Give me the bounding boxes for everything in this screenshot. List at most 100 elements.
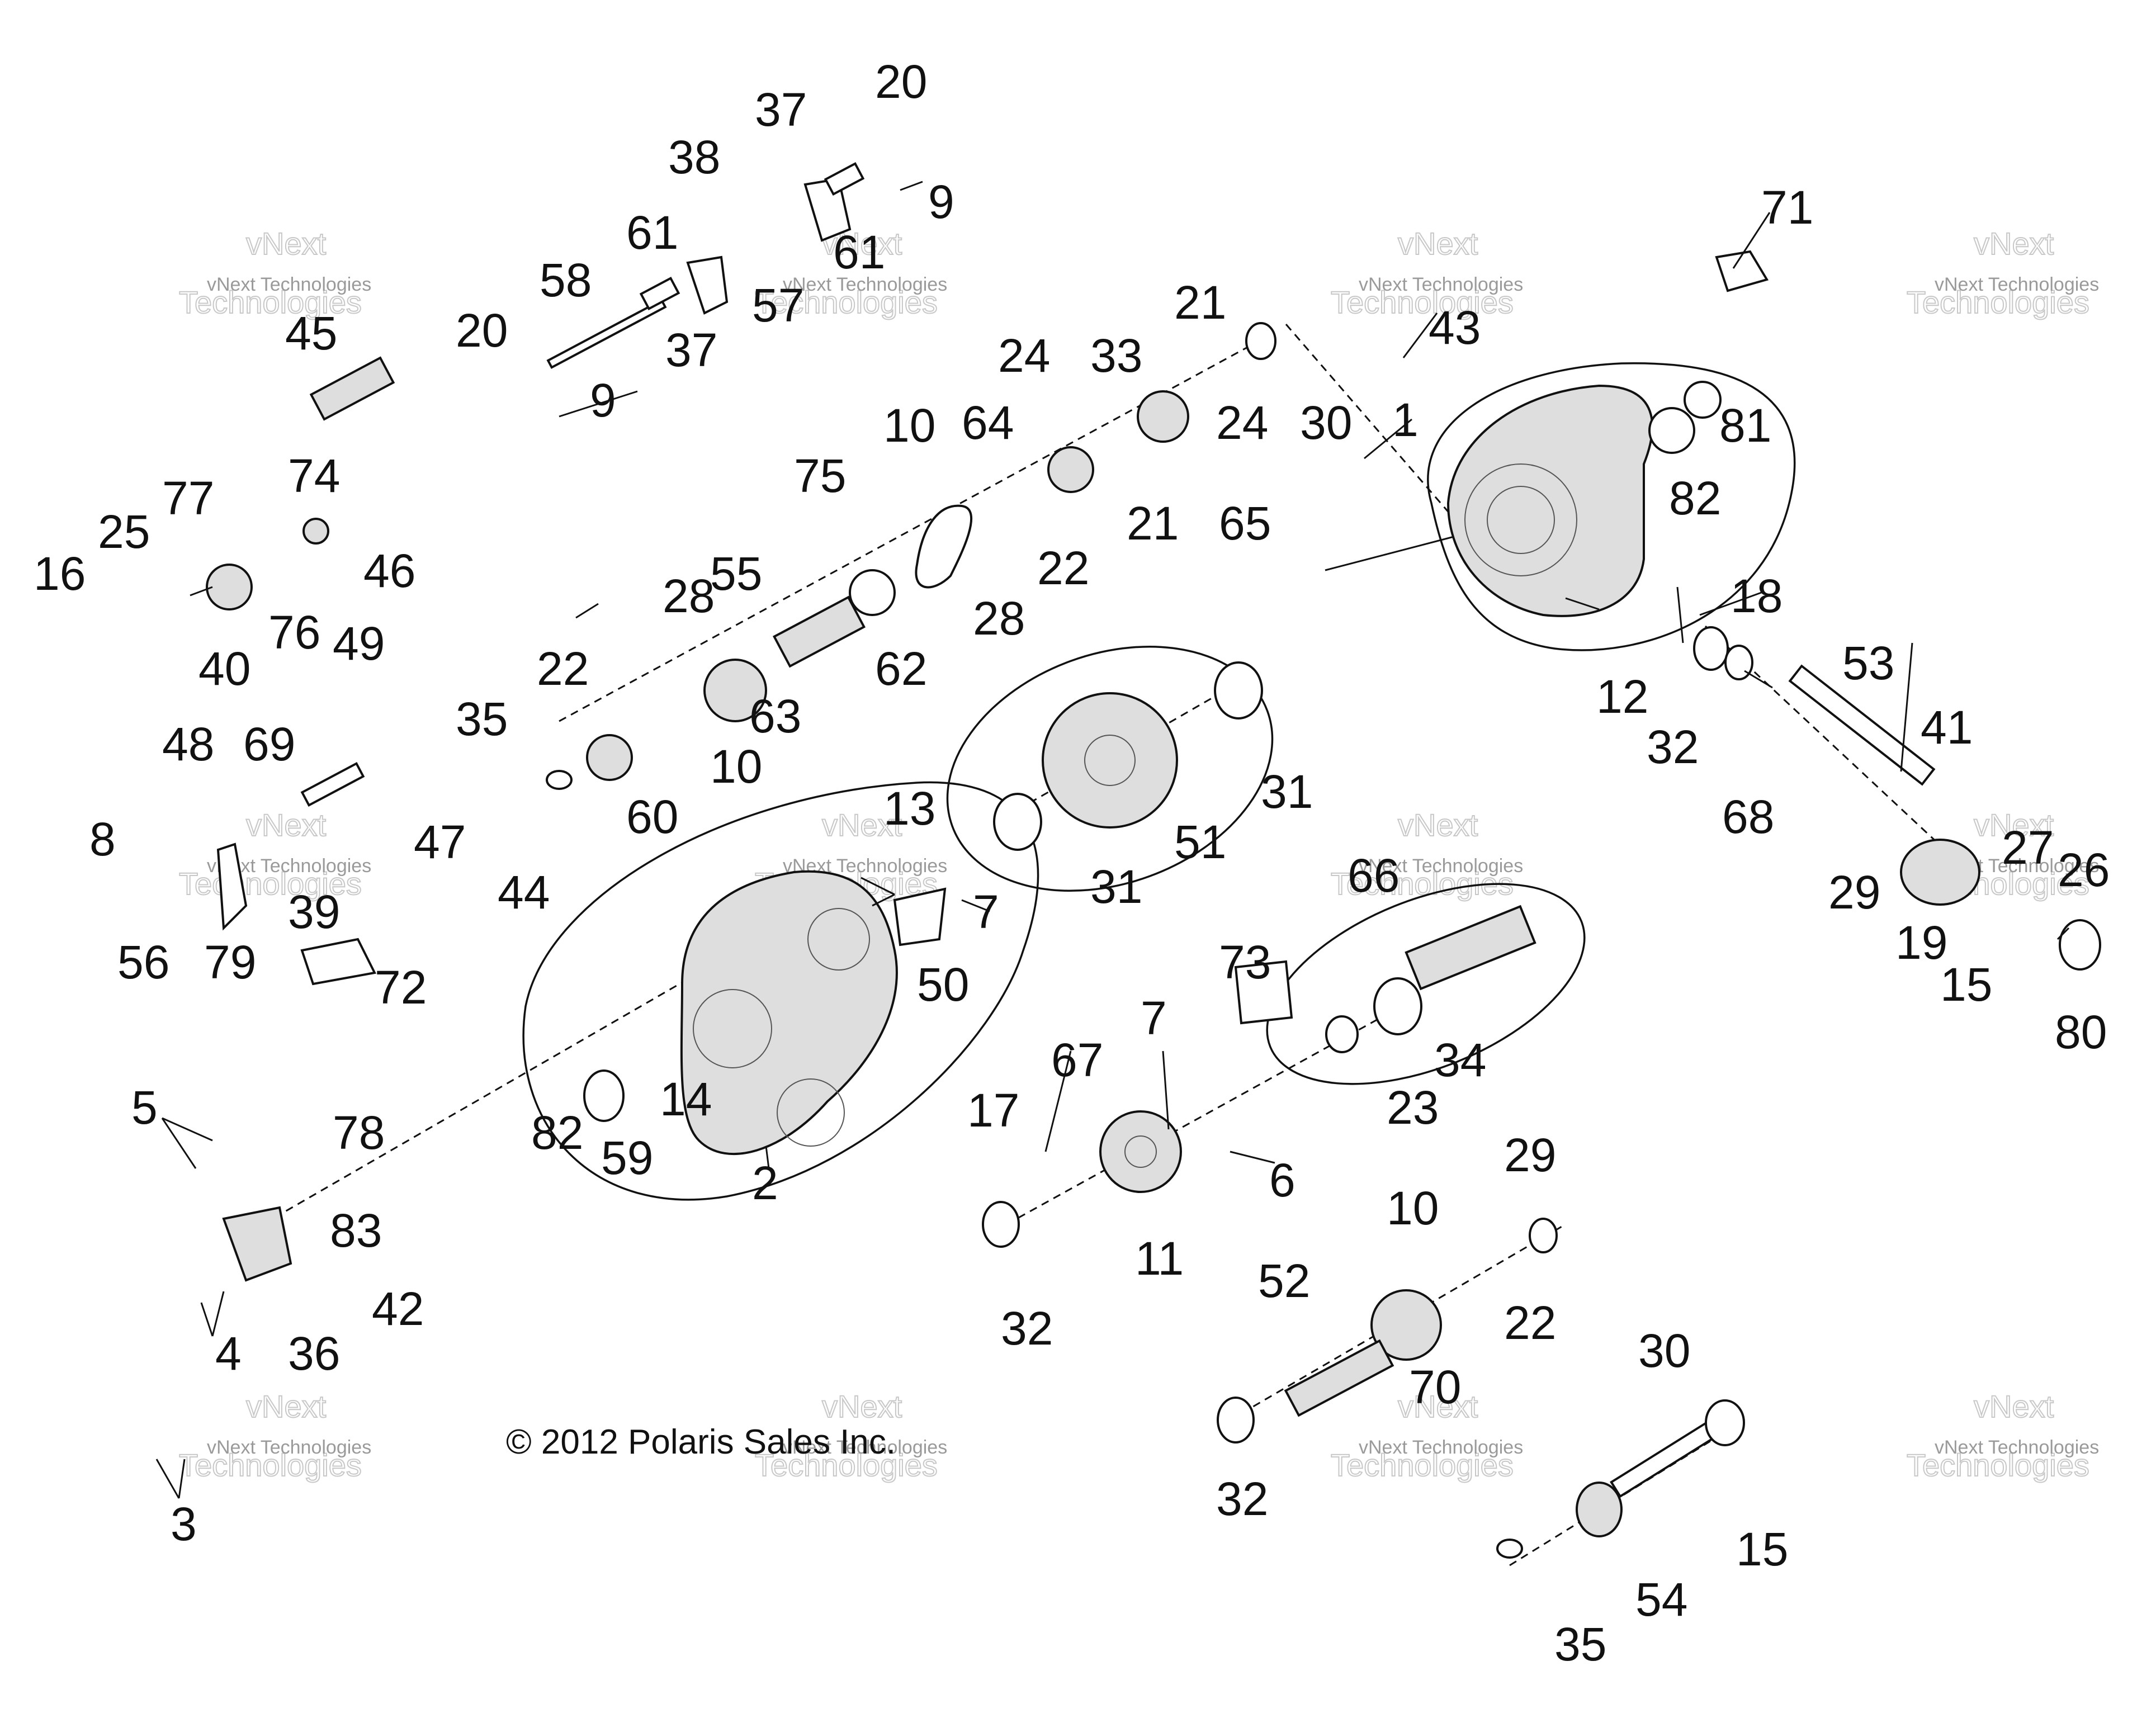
callout-19: 19 (1895, 916, 1947, 969)
bracket-72 (300, 938, 376, 986)
watermark-text: Technologies (179, 1447, 362, 1483)
bearing-34 (1373, 977, 1422, 1035)
watermark-text: vNext (1974, 1389, 2054, 1424)
callout-18: 18 (1731, 570, 1783, 622)
callout-35: 35 (1554, 1618, 1606, 1670)
callout-31: 31 (1090, 860, 1142, 913)
callout-6: 6 (1269, 1154, 1296, 1206)
callout-47: 47 (414, 816, 466, 868)
gear-51 (1042, 692, 1178, 829)
drum-45 (309, 356, 395, 421)
arm-56 (216, 843, 248, 931)
shaft-69 (300, 761, 365, 807)
bracket-71 (1715, 250, 1769, 292)
watermark-text: Technologies (755, 1447, 938, 1483)
callout-12: 12 (1596, 670, 1648, 723)
cover-42 (222, 1206, 292, 1282)
callout-27: 27 (2002, 821, 2054, 874)
gear-67 (1099, 1110, 1182, 1193)
watermark-text: vNext Technologies (207, 274, 371, 295)
watermark-text: vNext Technologies (1935, 1437, 2099, 1458)
watermark-text: vNext (1974, 807, 2054, 843)
cover-73 (1234, 960, 1293, 1025)
watermark: vNext Technologies vNext Technologies (178, 1388, 371, 1483)
callout-29: 29 (1504, 1129, 1556, 1181)
spring-37 (639, 276, 680, 311)
plate-62 (849, 569, 896, 616)
callout-16: 16 (34, 547, 86, 600)
callout-59: 59 (601, 1132, 653, 1184)
callout-46: 46 (363, 545, 415, 597)
watermark: vNext Technologies vNext Technologies (1906, 1388, 2099, 1483)
coupler-41 (1900, 839, 1980, 906)
watermarks: vNext Technologies vNext Technologies vN… (178, 225, 2099, 1483)
watermark: vNext Technologies vNext Technologies (1330, 225, 1523, 320)
callout-28: 28 (663, 570, 715, 622)
leader-line (575, 603, 599, 619)
callout-20: 20 (875, 55, 927, 108)
hub-60 (586, 734, 633, 781)
leader-line (1364, 418, 1412, 460)
callout-24: 24 (1216, 396, 1268, 449)
callout-61: 61 (833, 226, 885, 278)
callout-23: 23 (1387, 1081, 1439, 1134)
watermark-text: vNext (246, 807, 327, 843)
leader-line (1744, 670, 1773, 689)
gasket-50 (893, 887, 947, 946)
seal-82 (1648, 407, 1695, 454)
gear-63 (703, 659, 767, 722)
leader-line (1402, 313, 1438, 358)
leader-lines (155, 181, 2070, 1499)
watermark-text: vNext (246, 1389, 327, 1424)
watermark-text: Technologies (179, 285, 362, 320)
callout-25: 25 (98, 505, 150, 558)
gear-54 (1576, 1482, 1623, 1537)
leader-line (1699, 591, 1762, 616)
callout-67: 67 (1051, 1034, 1103, 1086)
housing-bore (777, 1078, 845, 1147)
callout-73: 73 (1219, 936, 1271, 988)
flange-80 (2059, 919, 2101, 971)
watermark: vNext Technologies vNext Technologies (1906, 225, 2099, 320)
callout-7: 7 (973, 886, 999, 938)
callout-72: 72 (375, 961, 427, 1014)
callout-30: 30 (1300, 396, 1352, 449)
leader-line (1325, 536, 1454, 571)
callout-7: 7 (1141, 992, 1167, 1044)
leader-line (1044, 1050, 1072, 1152)
leader-line (2056, 927, 2070, 940)
callout-63: 63 (749, 690, 801, 742)
callout-22: 22 (1504, 1296, 1556, 1349)
bearing-29 (1529, 1218, 1558, 1253)
watermark-text: vNext Technologies (1359, 1437, 1523, 1458)
bearing-32-low (1217, 1397, 1255, 1444)
callout-50: 50 (917, 958, 969, 1011)
callout-9: 9 (928, 176, 954, 228)
callout-83: 83 (330, 1204, 382, 1257)
callout-41: 41 (1921, 701, 1973, 754)
callout-56: 56 (117, 936, 169, 988)
bearing-81 (1684, 381, 1722, 419)
group-outlines (522, 362, 1796, 1201)
watermark-text: vNext (1398, 807, 1478, 843)
bearing-30 (1245, 322, 1276, 360)
callout-80: 80 (2055, 1006, 2107, 1058)
chain-75 (915, 504, 973, 589)
bearing-30-low (1705, 1399, 1745, 1446)
callout-82: 82 (1669, 472, 1721, 524)
watermark-text: Technologies (755, 285, 938, 320)
leader-line (900, 181, 923, 191)
callout-53: 53 (1842, 637, 1894, 689)
bearing-31 (993, 793, 1042, 851)
watermark-text: vNext (822, 1389, 902, 1424)
callout-26: 26 (2058, 844, 2110, 896)
spring-37-top (824, 162, 865, 196)
callout-39: 39 (288, 886, 340, 938)
callout-70: 70 (1409, 1361, 1461, 1413)
copyright-notice: © 2012 Polaris Sales Inc. (506, 1423, 896, 1461)
watermark: vNext Technologies vNext Technologies (178, 807, 371, 902)
callout-28: 28 (973, 592, 1025, 645)
callout-17: 17 (967, 1084, 1019, 1137)
watermark-text: vNext (1398, 226, 1478, 261)
axis-line (1006, 1016, 1382, 1225)
